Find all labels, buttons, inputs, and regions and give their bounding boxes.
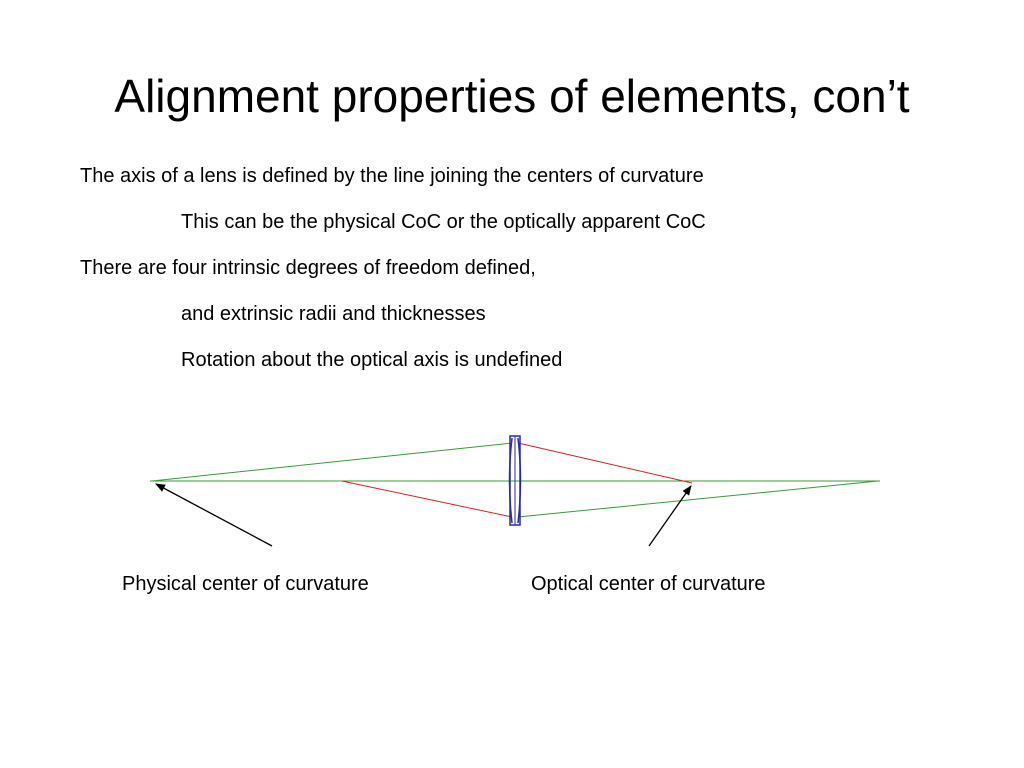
caption-optical-center: Optical center of curvature	[531, 573, 766, 595]
bullet-extrinsic: and extrinsic radii and thicknesses	[181, 303, 486, 325]
lens-left-surface	[508, 437, 513, 524]
slide-title: Alignment properties of elements, con’t	[114, 70, 910, 122]
bullet-degrees-of-freedom: There are four intrinsic degrees of free…	[80, 257, 536, 279]
green-ray-physical-to-lens-top	[151, 442, 513, 482]
caption-physical-center: Physical center of curvature	[122, 573, 369, 595]
lens-element	[508, 435, 522, 526]
red-ray-left-to-lens-bottom	[341, 480, 513, 518]
bullet-coc-types: This can be the physical CoC or the opti…	[181, 211, 706, 233]
bullet-lens-axis: The axis of a lens is defined by the lin…	[80, 165, 704, 187]
arrow-to-physical-coc	[155, 483, 273, 547]
arrow-to-optical-coc	[648, 485, 692, 547]
green-ray-lens-bottom-to-right	[517, 480, 879, 518]
lens-right-surface	[517, 437, 522, 524]
red-ray-lens-top-to-optical-coc	[517, 442, 693, 484]
bullet-rotation: Rotation about the optical axis is undef…	[181, 349, 563, 371]
